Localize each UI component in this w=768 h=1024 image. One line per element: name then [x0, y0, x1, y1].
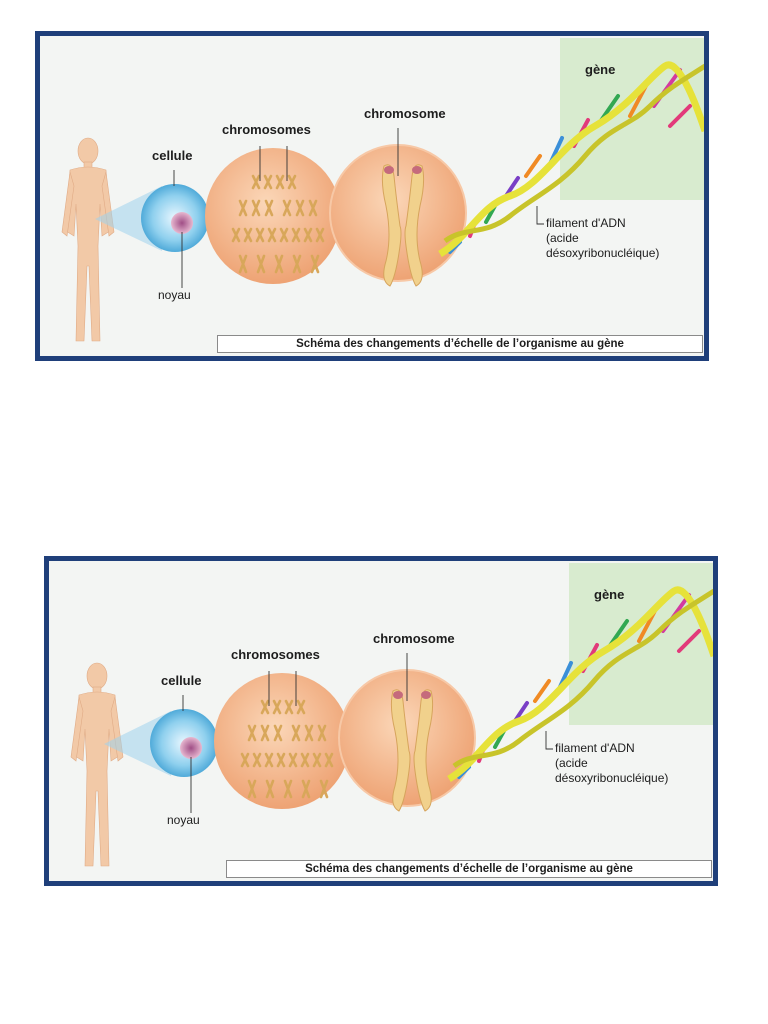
label-dna-filament: filament d'ADN (acide désoxyribonucléiqu… [555, 741, 668, 786]
label-gene: gène [585, 62, 616, 77]
human-figure-icon [70, 662, 124, 867]
label-chromosome: chromosome [373, 631, 455, 646]
leader-chromosomes [259, 146, 288, 181]
diagram-illustration [70, 563, 713, 867]
label-chromosome: chromosome [364, 106, 446, 121]
label-noyau: noyau [158, 288, 191, 302]
diagram-panel-bottom: cellule noyau chromosomes chromosome gèn… [44, 556, 718, 886]
diagram-area: cellule noyau chromosomes chromosome gèn… [49, 561, 713, 881]
leader-chromosomes [268, 671, 297, 706]
karyotype-chromosomes [231, 174, 325, 274]
human-figure-icon [61, 137, 115, 342]
chromosomes-circle [214, 673, 350, 809]
dna-label-line-3: désoxyribonucléique) [555, 771, 669, 785]
leader-dna [536, 206, 544, 225]
diagram-area: cellule noyau chromosomes chromosome gèn… [40, 36, 704, 356]
label-chromosomes: chromosomes [222, 122, 311, 137]
dna-helix-icon [447, 586, 713, 783]
label-chromosomes: chromosomes [231, 647, 320, 662]
diagram-panel-top: cellule noyau chromosomes chromosome gèn… [35, 31, 709, 361]
dna-helix-icon [438, 61, 704, 258]
diagram-caption: Schéma des changements d’échelle de l’or… [226, 860, 712, 878]
dna-label-line-1: filament d'ADN [546, 216, 626, 230]
label-cellule: cellule [152, 148, 193, 163]
diagram-illustration [61, 38, 704, 342]
karyotype-chromosomes [240, 699, 334, 799]
cell-icon [150, 709, 218, 777]
dna-label-line-3: désoxyribonucléique) [546, 246, 660, 260]
cell-icon [141, 184, 209, 252]
diagram-caption: Schéma des changements d’échelle de l’or… [217, 335, 703, 353]
label-gene: gène [594, 587, 625, 602]
label-dna-filament: filament d'ADN (acide désoxyribonucléiqu… [546, 216, 659, 261]
chromosomes-circle [205, 148, 341, 284]
dna-label-line-1: filament d'ADN [555, 741, 635, 755]
dna-label-line-2: (acide [546, 231, 579, 245]
label-cellule: cellule [161, 673, 202, 688]
chromosome-icon [381, 164, 425, 287]
dna-label-line-2: (acide [555, 756, 588, 770]
leader-dna [545, 731, 553, 750]
chromosome-icon [390, 689, 434, 812]
label-noyau: noyau [167, 813, 200, 827]
